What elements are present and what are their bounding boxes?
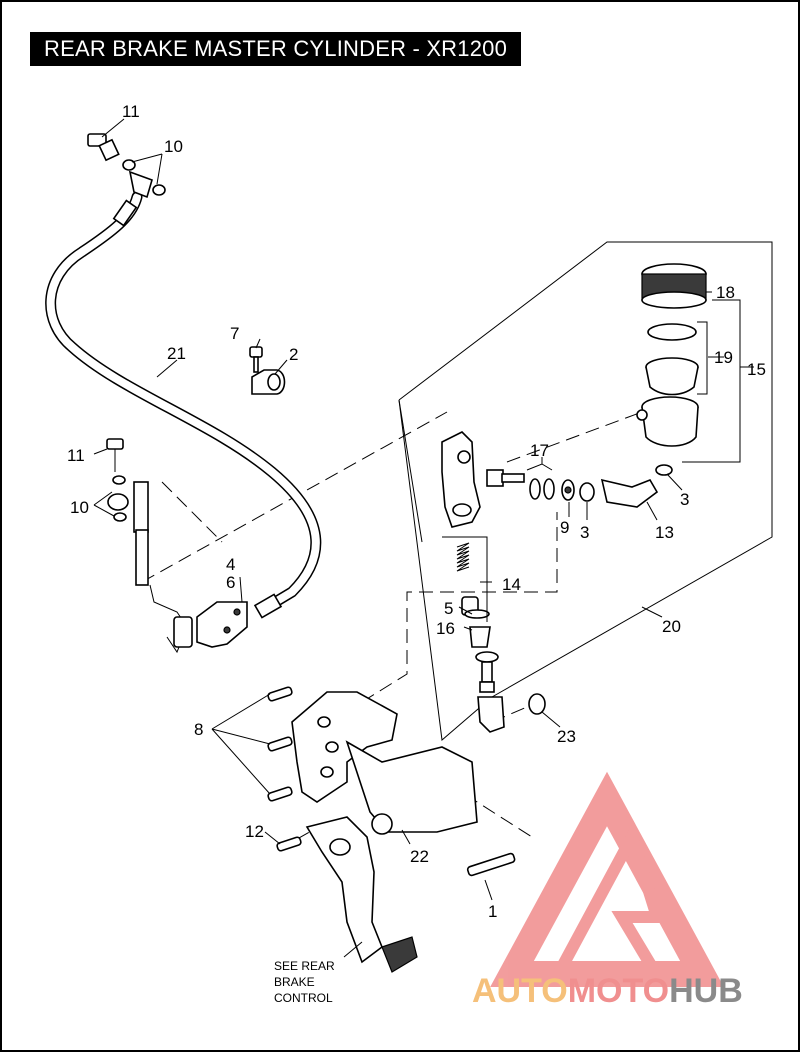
callout-2: 2 bbox=[289, 345, 298, 364]
callout-6: 6 bbox=[226, 573, 235, 592]
master-cylinder-body bbox=[441, 431, 525, 528]
bolts-8 bbox=[267, 686, 293, 802]
callout-14: 14 bbox=[502, 575, 521, 594]
callout-3-lower: 3 bbox=[580, 523, 589, 542]
piston-spring-14 bbox=[456, 542, 491, 648]
brake-hose-21 bbox=[45, 191, 322, 619]
banjo-bolt-11-top bbox=[87, 133, 120, 162]
reservoir-body bbox=[636, 396, 699, 476]
callout-12: 12 bbox=[245, 822, 264, 841]
watermark-logo bbox=[490, 771, 724, 987]
washers-10-top bbox=[122, 159, 166, 199]
callout-9: 9 bbox=[560, 518, 569, 537]
bolt-12 bbox=[276, 836, 302, 852]
watermark-part-moto: MOTO bbox=[568, 972, 669, 1010]
callout-1: 1 bbox=[488, 902, 497, 921]
callout-15: 15 bbox=[747, 360, 766, 379]
brake-line-fitting bbox=[106, 438, 193, 654]
note-line-2: BRAKE bbox=[274, 975, 315, 989]
callout-5: 5 bbox=[444, 599, 453, 618]
callout-18: 18 bbox=[716, 283, 735, 302]
note-line-3: CONTROL bbox=[274, 991, 333, 1005]
callout-8: 8 bbox=[194, 720, 203, 739]
callout-17: 17 bbox=[530, 441, 549, 460]
pushrod bbox=[475, 651, 505, 733]
clip-2 bbox=[251, 369, 286, 395]
callout-19: 19 bbox=[714, 348, 733, 367]
seal-rings-17 bbox=[529, 478, 555, 500]
reservoir-cap-18 bbox=[641, 263, 707, 309]
screw-7 bbox=[249, 346, 263, 373]
callout-11-top: 11 bbox=[122, 102, 140, 121]
brake-pedal bbox=[305, 816, 418, 973]
watermark-part-hub: HUB bbox=[669, 972, 743, 1010]
callout-10-lower: 10 bbox=[70, 498, 89, 517]
callout-labels: 11 10 7 2 21 11 10 4 6 18 19 15 17 3 9 3… bbox=[67, 102, 766, 921]
callout-22: 22 bbox=[410, 847, 429, 866]
callout-16: 16 bbox=[436, 619, 455, 638]
clamp-3-lower bbox=[579, 482, 595, 502]
bolt-1 bbox=[466, 852, 516, 877]
callout-13: 13 bbox=[655, 523, 674, 542]
callout-23: 23 bbox=[557, 727, 576, 746]
mounting-plate-22 bbox=[291, 691, 478, 835]
watermark-part-auto: AUTO bbox=[472, 972, 568, 1010]
washer-9 bbox=[561, 479, 575, 501]
group-outline bbox=[398, 241, 773, 741]
o-ring-23 bbox=[528, 693, 546, 715]
diaphragm-19 bbox=[645, 323, 699, 396]
note-line-1: SEE REAR bbox=[274, 959, 335, 973]
callout-7: 7 bbox=[230, 324, 239, 343]
page-title: REAR BRAKE MASTER CYLINDER - XR1200 bbox=[30, 32, 522, 66]
bracket-4-6 bbox=[196, 601, 248, 648]
reservoir-hose-13 bbox=[600, 478, 659, 508]
callout-11-lower: 11 bbox=[67, 446, 85, 465]
callout-3-upper: 3 bbox=[680, 490, 689, 509]
callout-10-top: 10 bbox=[164, 137, 183, 156]
watermark-text: AUTOMOTOHUB bbox=[472, 972, 743, 1010]
callout-20: 20 bbox=[662, 617, 681, 636]
callout-4: 4 bbox=[226, 555, 235, 574]
callout-21: 21 bbox=[167, 344, 186, 363]
see-rear-brake-control-note: SEE REAR BRAKE CONTROL bbox=[274, 959, 335, 1005]
leader-lines bbox=[93, 118, 754, 958]
watermark-auto: AUTOMOTOHUB bbox=[472, 972, 743, 1010]
